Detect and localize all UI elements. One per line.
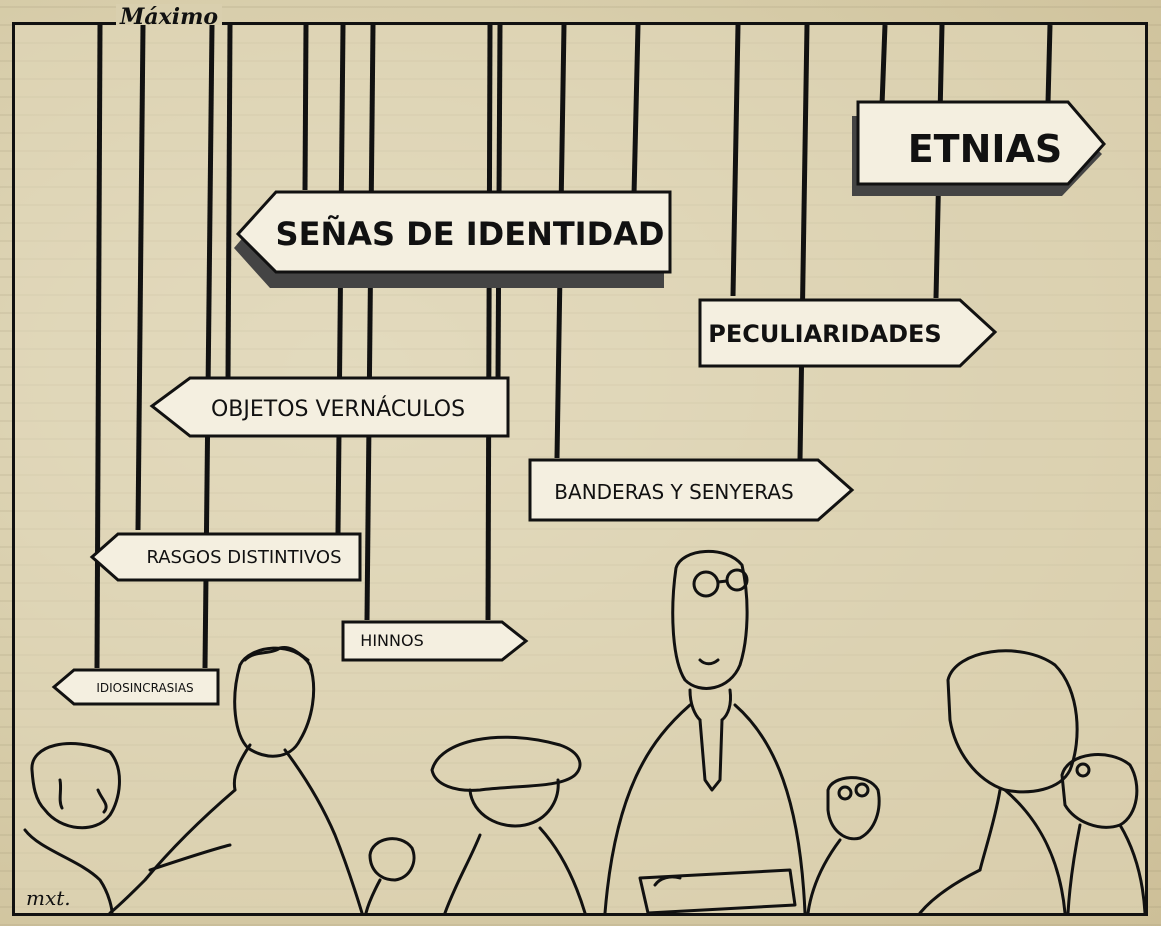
sign-idiosincrasias: IDIOSINCRASIAS (51, 668, 220, 706)
sign-senas-de-identidad: SEÑAS DE IDENTIDAD (234, 190, 672, 288)
sign-objetos-label: OBJETOS VERNÁCULOS (211, 396, 465, 422)
person-woman-head (946, 649, 1079, 794)
sign-etnias: ETNIAS (852, 100, 1106, 196)
signature: mxt. (26, 886, 71, 910)
person-glasses-head (671, 550, 749, 690)
crowd (23, 550, 1147, 915)
sign-hinnos-label: HINNOS (360, 631, 423, 650)
sign-peculiaridades: PECULIARIDADES (698, 298, 998, 368)
sign-senas-label: SEÑAS DE IDENTIDAD (276, 215, 665, 253)
sign-objetos-vernaculos: OBJETOS VERNÁCULOS (149, 376, 510, 438)
sign-idiosincrasias-label: IDIOSINCRASIAS (96, 681, 193, 695)
person-left-head (30, 742, 121, 830)
sign-peculiaridades-label: PECULIARIDADES (708, 320, 941, 348)
sign-banderas-y-senyeras: BANDERAS Y SENYERAS (528, 458, 855, 522)
person-curly-head (233, 646, 316, 758)
sign-rasgos-label: RASGOS DISTINTIVOS (146, 547, 341, 568)
sign-etnias-label: ETNIAS (908, 127, 1063, 171)
sign-rasgos-distintivos: RASGOS DISTINTIVOS (89, 532, 362, 582)
cartoon-frame (12, 22, 1148, 916)
sign-banderas-label: BANDERAS Y SENYERAS (554, 480, 793, 504)
sign-hinnos: HINNOS (341, 620, 529, 662)
